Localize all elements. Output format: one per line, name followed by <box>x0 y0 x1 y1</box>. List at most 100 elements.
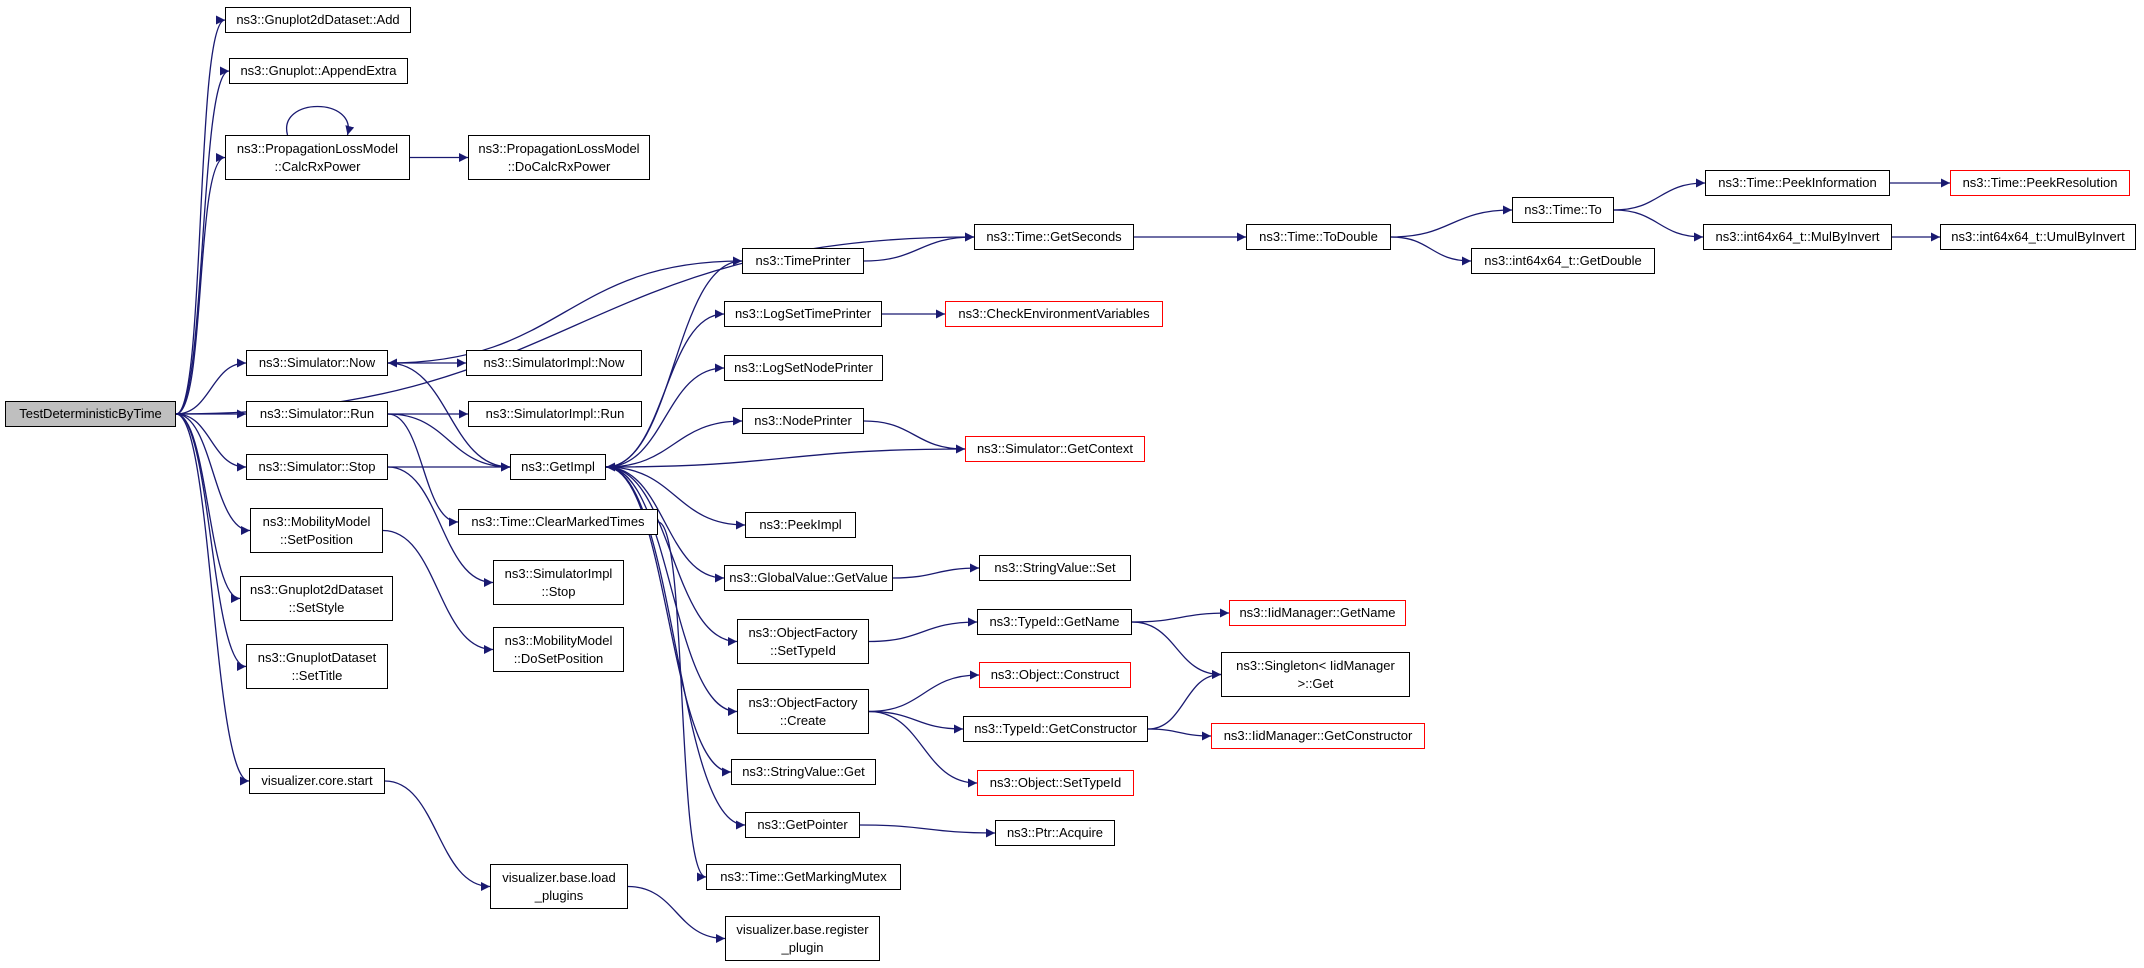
node-label: ns3::MobilityModel <box>262 513 371 529</box>
node-label: ns3::Time::ToDouble <box>1259 229 1378 244</box>
edge-getpointer-to-ptr_acquire <box>859 824 996 838</box>
edge-root-to-gp2d_add <box>175 15 226 415</box>
node-label: ns3::Time::GetSeconds <box>986 229 1122 244</box>
node-label: ns3::int64x64_t::UmulByInvert <box>1951 229 2125 244</box>
node-mobilitymodel-dosetposition[interactable]: ns3::MobilityModel ::DoSetPosition <box>493 627 624 672</box>
node-gnuplotdataset-settitle[interactable]: ns3::GnuplotDataset ::SetTitle <box>246 644 388 689</box>
node-simulator-run[interactable]: ns3::Simulator::Run <box>246 401 388 427</box>
edge-root-to-gp2d_setstyle <box>175 413 241 603</box>
node-time-peekinformation[interactable]: ns3::Time::PeekInformation <box>1705 170 1890 196</box>
node-label: ns3::LogSetTimePrinter <box>734 306 872 321</box>
node-time-getseconds[interactable]: ns3::Time::GetSeconds <box>974 224 1134 250</box>
node-int64x64-umulbyinvert[interactable]: ns3::int64x64_t::UmulByInvert <box>1940 224 2136 250</box>
node-time-clearmarkedtimes[interactable]: ns3::Time::ClearMarkedTimes <box>458 509 658 535</box>
node-time-getmarkingmutex[interactable]: ns3::Time::GetMarkingMutex <box>706 864 901 890</box>
node-label: _plugin <box>781 939 824 955</box>
edge-timeprinter-to-sim_now <box>387 260 743 368</box>
node-getpointer[interactable]: ns3::GetPointer <box>745 812 860 838</box>
node-visualizer-core-start[interactable]: visualizer.core.start <box>249 768 385 794</box>
node-label: ns3::IidManager::GetConstructor <box>1223 728 1413 743</box>
node-globalvalue-getvalue[interactable]: ns3::GlobalValue::GetValue <box>724 565 893 591</box>
node-label: visualizer.base.register <box>736 921 869 937</box>
node-object-settypeid[interactable]: ns3::Object::SetTypeId <box>977 770 1134 796</box>
node-objectfactory-create[interactable]: ns3::ObjectFactory ::Create <box>737 689 869 734</box>
node-propagationlossmodel-docalcrxpower[interactable]: ns3::PropagationLossModel ::DoCalcRxPowe… <box>468 135 650 180</box>
node-label: ::CalcRxPower <box>274 158 361 174</box>
node-nodeprinter[interactable]: ns3::NodePrinter <box>742 408 864 434</box>
edge-root-to-gpds_settitle <box>175 413 247 671</box>
node-label: ns3::Gnuplot2dDataset <box>250 581 383 597</box>
node-objectfactory-settypeid[interactable]: ns3::ObjectFactory ::SetTypeId <box>737 619 869 664</box>
node-label: ns3::Ptr::Acquire <box>1006 825 1104 840</box>
edge-getimpl-to-getpointer <box>605 466 746 830</box>
node-object-construct[interactable]: ns3::Object::Construct <box>979 662 1131 688</box>
node-typeid-getconstructor[interactable]: ns3::TypeId::GetConstructor <box>963 716 1148 742</box>
node-logsettimeprinter[interactable]: ns3::LogSetTimePrinter <box>724 301 882 327</box>
edge-time_to-to-time_peekinfo <box>1613 178 1706 211</box>
node-label: ns3::StringValue::Set <box>994 560 1116 575</box>
node-simulatorimpl-run[interactable]: ns3::SimulatorImpl::Run <box>468 401 642 427</box>
node-typeid-getname[interactable]: ns3::TypeId::GetName <box>977 609 1132 635</box>
node-label: ns3::Object::SetTypeId <box>989 775 1122 790</box>
node-label: ns3::CheckEnvironmentVariables <box>958 306 1150 321</box>
node-time-to[interactable]: ns3::Time::To <box>1512 197 1614 223</box>
edge-plm_calcrx-to-plm_calcrx <box>286 106 355 136</box>
node-getimpl[interactable]: ns3::GetImpl <box>510 454 606 480</box>
node-label: ::DoCalcRxPower <box>507 158 611 174</box>
edge-vis_core_start-to-vis_load_plugins <box>384 780 491 891</box>
node-time-peekresolution[interactable]: ns3::Time::PeekResolution <box>1950 170 2130 196</box>
node-propagationlossmodel-calcrxpower[interactable]: ns3::PropagationLossModel ::CalcRxPower <box>225 135 410 180</box>
node-label: ns3::GetImpl <box>521 459 595 474</box>
node-simulatorimpl-stop[interactable]: ns3::SimulatorImpl ::Stop <box>493 560 624 605</box>
node-int64x64-getdouble[interactable]: ns3::int64x64_t::GetDouble <box>1471 248 1655 274</box>
node-peekimpl[interactable]: ns3::PeekImpl <box>745 512 856 538</box>
node-gnuplot2ddataset-add[interactable]: ns3::Gnuplot2dDataset::Add <box>225 7 411 33</box>
node-singleton-iidmanager-get[interactable]: ns3::Singleton< IidManager >::Get <box>1221 652 1410 697</box>
node-gnuplot-appendextra[interactable]: ns3::Gnuplot::AppendExtra <box>229 58 408 84</box>
node-label: ns3::MobilityModel <box>504 632 613 648</box>
node-iidmanager-getconstructor[interactable]: ns3::IidManager::GetConstructor <box>1211 723 1425 749</box>
node-simulator-now[interactable]: ns3::Simulator::Now <box>246 350 388 376</box>
edge-sim_getcontext-to-getimpl <box>605 448 966 472</box>
node-ptr-acquire[interactable]: ns3::Ptr::Acquire <box>995 820 1115 846</box>
node-label: ns3::Simulator::Now <box>258 355 376 370</box>
node-simulator-stop[interactable]: ns3::Simulator::Stop <box>246 454 388 480</box>
node-label: TestDeterministicByTime <box>19 406 162 421</box>
edge-time_to-to-int64_mulbyinvert <box>1613 209 1704 242</box>
node-label: ns3::Time::PeekResolution <box>1962 175 2118 190</box>
node-iidmanager-getname[interactable]: ns3::IidManager::GetName <box>1229 600 1406 626</box>
edge-typeid_getctor-to-iid_getctor <box>1147 728 1212 741</box>
edge-getimpl-to-logsetnodeprinter <box>605 363 725 468</box>
node-simulator-getcontext[interactable]: ns3::Simulator::GetContext <box>965 436 1145 462</box>
node-label: ::SetPosition <box>280 531 353 547</box>
node-checkenvironmentvariables[interactable]: ns3::CheckEnvironmentVariables <box>945 301 1163 327</box>
node-label: ns3::NodePrinter <box>754 413 852 428</box>
node-timeprinter[interactable]: ns3::TimePrinter <box>742 248 864 274</box>
edge-typeid_getname-to-singleton_get <box>1131 621 1222 679</box>
edge-root-to-mm_setposition <box>175 413 251 535</box>
edge-time_todouble-to-time_to <box>1390 205 1513 238</box>
node-mobilitymodel-setposition[interactable]: ns3::MobilityModel ::SetPosition <box>250 508 383 553</box>
node-label: ns3::GetPointer <box>757 817 848 832</box>
node-label: visualizer.base.load <box>502 869 616 885</box>
node-label: ns3::ObjectFactory <box>748 624 858 640</box>
node-label: ns3::LogSetNodePrinter <box>734 360 873 375</box>
node-stringvalue-get[interactable]: ns3::StringValue::Get <box>731 759 876 785</box>
node-label: >::Get <box>1297 675 1334 691</box>
node-stringvalue-set[interactable]: ns3::StringValue::Set <box>979 555 1131 581</box>
node-visualizer-base-register-plugin[interactable]: visualizer.base.register _plugin <box>725 916 880 961</box>
node-label: ns3::SimulatorImpl::Run <box>485 406 625 421</box>
edge-of_create-to-obj_settypeid <box>868 710 978 788</box>
edge-timeprinter-to-time_getseconds <box>863 232 975 262</box>
edge-root-to-vis_core_start <box>175 413 250 786</box>
node-visualizer-base-load-plugins[interactable]: visualizer.base.load _plugins <box>490 864 628 909</box>
node-int64x64-mulbyinvert[interactable]: ns3::int64x64_t::MulByInvert <box>1703 224 1892 250</box>
node-simulatorimpl-now[interactable]: ns3::SimulatorImpl::Now <box>466 350 642 376</box>
node-time-todouble[interactable]: ns3::Time::ToDouble <box>1246 224 1391 250</box>
node-gnuplot2ddataset-setstyle[interactable]: ns3::Gnuplot2dDataset ::SetStyle <box>240 576 393 621</box>
node-label: ns3::ObjectFactory <box>748 694 858 710</box>
node-logsetnodeprinter[interactable]: ns3::CheckEnvironmentVariables ns3::LogS… <box>724 355 883 381</box>
edge-of_settypeid-to-typeid_getname <box>868 617 978 643</box>
edge-typeid_getctor-to-singleton_get <box>1147 670 1222 730</box>
